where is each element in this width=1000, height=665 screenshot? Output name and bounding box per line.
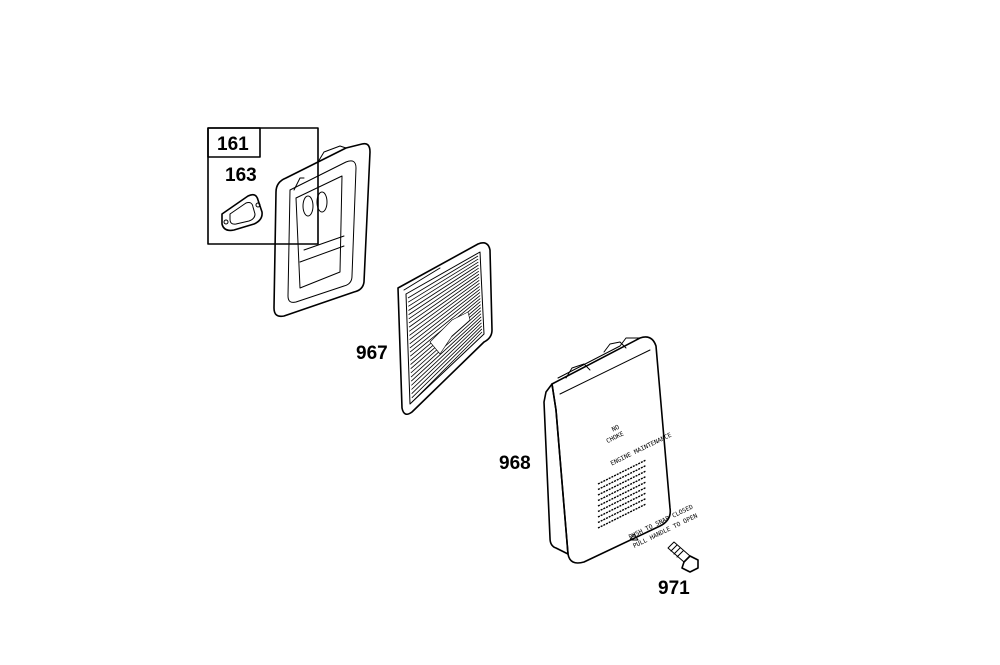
- label-967: 967: [356, 343, 388, 364]
- fine-print-line: [597, 503, 647, 529]
- pleat-line: [409, 295, 481, 353]
- pleat-line: [411, 325, 482, 394]
- pleat-line: [411, 328, 483, 399]
- cover-printed-text: NO CHOKE ENGINE MAINTENANCE PUSH TO SNAP…: [605, 424, 699, 550]
- fine-print-line: [597, 492, 647, 518]
- label-163: 163: [225, 165, 257, 186]
- pleat-line: [409, 289, 481, 345]
- label-968: 968: [499, 453, 531, 474]
- pleat-line: [408, 264, 479, 311]
- fine-print-line: [597, 497, 647, 524]
- pleat-line: [408, 270, 480, 320]
- pleat-line: [409, 283, 480, 336]
- pleat-line: [409, 279, 480, 332]
- pleat-line: [411, 319, 482, 386]
- cover-fine-print: [597, 459, 647, 529]
- pleat-line: [410, 316, 482, 382]
- gasket-163: [221, 193, 263, 232]
- cover-choke-top: NO: [611, 424, 621, 434]
- pleat-line: [409, 286, 480, 340]
- label-161: 161: [217, 134, 249, 155]
- air-cleaner-cover-968: 968 NO CHOKE ENGINE MAINTENANCE PUSH TO …: [499, 336, 699, 564]
- label-971: 971: [658, 578, 690, 599]
- pleat-line: [407, 255, 479, 299]
- pleat-line: [411, 322, 482, 390]
- air-filter-967: 967: [356, 242, 493, 416]
- pleat-line: [409, 292, 481, 349]
- screw-971: 971: [658, 541, 699, 599]
- pleat-line: [408, 261, 479, 307]
- pleat-line: [407, 258, 479, 303]
- kit-box-161: 161 163: [207, 127, 319, 245]
- pleat-line: [408, 276, 480, 328]
- pleat-line: [411, 331, 483, 403]
- air-cleaner-base: [273, 142, 371, 318]
- pleat-line: [408, 273, 480, 324]
- pleat-line: [408, 267, 479, 315]
